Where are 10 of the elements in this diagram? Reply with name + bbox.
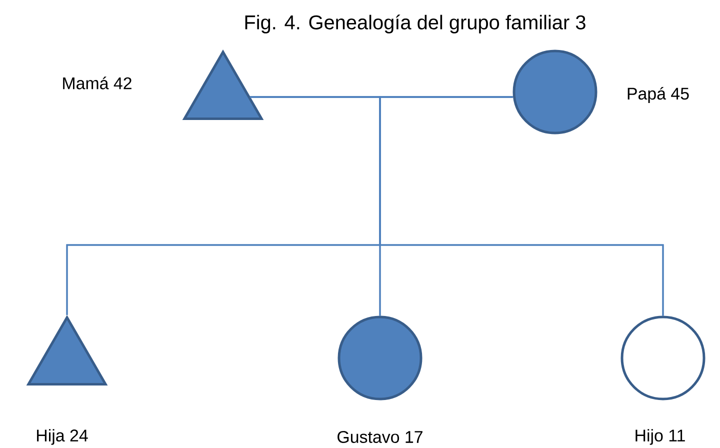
person-label: Mamá 42: [63, 76, 132, 90]
person-label: Papá 45: [628, 87, 689, 103]
title: Fig. 4. Genealogía del grupo familiar 3: [245, 14, 586, 34]
circle-symbol: [620, 316, 706, 400]
circle-symbol: [512, 50, 598, 134]
connector-line: [379, 96, 664, 316]
person-label: Hijo 11: [636, 429, 685, 445]
person-label: Hija 24: [37, 429, 88, 445]
person-label: Gustavo 17: [338, 431, 422, 443]
circle-symbol: [338, 316, 422, 400]
